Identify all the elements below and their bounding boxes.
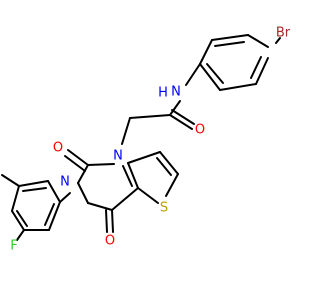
- bond: [122, 165, 133, 187]
- bond: [87, 163, 115, 166]
- bond: [1, 174, 20, 187]
- bond: [44, 203, 55, 226]
- bonds: [1, 34, 281, 241]
- bond: [156, 157, 172, 176]
- bond: [129, 114, 171, 119]
- molecule-structure: Br N H O N N O O S F: [1, 26, 291, 254]
- amide-hydrogen-atom-label: H: [158, 86, 168, 101]
- bromine-atom-label: Br: [276, 26, 291, 41]
- amide-nitrogen-atom-label: N: [171, 85, 181, 100]
- bond: [16, 210, 28, 227]
- carbonyl-oxygen-4-atom-label: O: [105, 234, 115, 249]
- bond: [11, 210, 25, 231]
- bond: [16, 229, 25, 241]
- bond: [18, 180, 49, 187]
- ring-nitrogen-1-atom-label: N: [113, 149, 123, 164]
- bond: [127, 162, 139, 189]
- bond: [59, 192, 71, 203]
- ring-nitrogen-3-atom-label: N: [60, 175, 70, 190]
- bond: [127, 151, 161, 164]
- bond: [77, 182, 89, 204]
- bond: [67, 149, 89, 166]
- bond: [169, 114, 193, 130]
- bond: [137, 187, 159, 204]
- carbonyl-oxygen-2-atom-label: O: [53, 141, 63, 156]
- bond: [250, 56, 262, 79]
- bond: [77, 164, 89, 184]
- bond: [247, 34, 269, 48]
- fluorine-atom-label: F: [10, 239, 17, 254]
- bond: [255, 57, 269, 85]
- bond: [206, 63, 224, 84]
- bond: [47, 180, 61, 203]
- atom-labels: Br N H O N N O O S F: [10, 26, 291, 254]
- bond: [64, 155, 86, 172]
- molecule-drawing: Br N H O N N O O S F: [1, 26, 291, 254]
- bond: [165, 173, 179, 197]
- bond: [219, 83, 257, 91]
- bond: [214, 41, 245, 47]
- bond: [275, 37, 281, 44]
- amide-oxygen-atom-label: O: [195, 123, 205, 138]
- bond: [87, 202, 113, 211]
- bond: [169, 100, 181, 116]
- bond: [121, 117, 131, 145]
- sulfur-atom-label: S: [160, 201, 168, 216]
- bond: [211, 34, 249, 41]
- bond: [199, 63, 221, 91]
- bond: [159, 151, 179, 175]
- bond: [111, 187, 139, 211]
- bond: [48, 201, 61, 231]
- bond: [171, 109, 195, 125]
- bond: [185, 63, 201, 86]
- bond: [199, 39, 213, 65]
- bond: [105, 209, 108, 233]
- bond: [11, 185, 20, 212]
- bond: [22, 187, 47, 192]
- bond: [111, 209, 114, 233]
